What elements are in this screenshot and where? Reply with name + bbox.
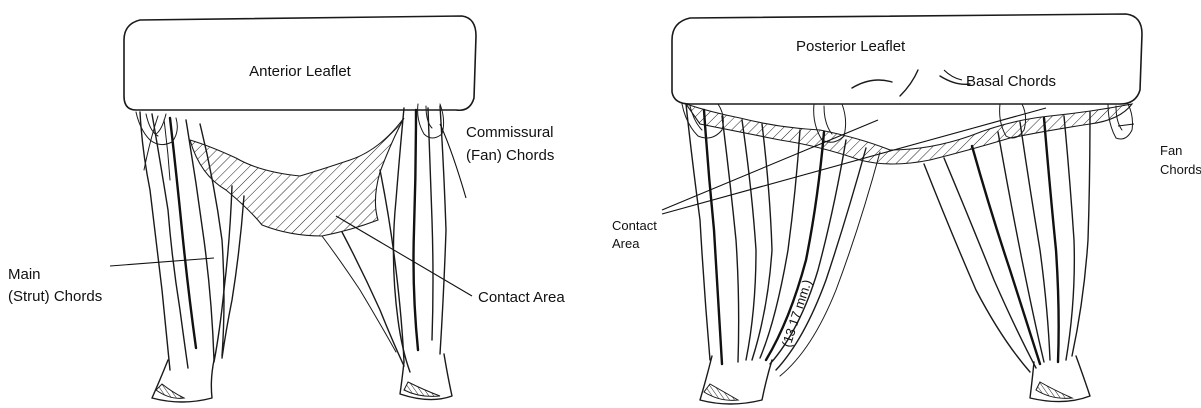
chord-length-label: (13 17 mm.)	[779, 278, 815, 349]
main-chords-label: Main	[8, 266, 41, 283]
anterior-contact-area	[190, 118, 404, 236]
basal-chords-label: Basal Chords	[966, 73, 1056, 90]
anterior-left-muscle	[152, 360, 214, 402]
contact-area-label-right-line2: Area	[612, 236, 640, 251]
main-chords-leader	[110, 258, 214, 266]
commissural-label-line2: (Fan) Chords	[466, 147, 554, 164]
posterior-leaflet	[672, 14, 1142, 104]
commissural-label: Commissural	[466, 124, 554, 141]
contact-area-label-right: Contact	[612, 218, 657, 233]
main-chords-label-line2: (Strut) Chords	[8, 288, 102, 305]
fan-chords-label-line2: Chords	[1160, 162, 1201, 177]
fan-chords-leader	[1118, 124, 1134, 126]
posterior-left-muscle	[700, 356, 772, 404]
fan-chords-label: Fan	[1160, 143, 1182, 158]
posterior-leaflet-label: Posterior Leaflet	[796, 38, 906, 55]
contact-area-label: Contact Area	[478, 289, 565, 306]
anterior-left-chords	[140, 112, 244, 370]
posterior-panel: Posterior Leaflet Basal Chords Fan Chord…	[612, 14, 1201, 404]
anterior-leaflet-label: Anterior Leaflet	[249, 63, 352, 80]
anterior-panel: Anterior Leaflet Commissural (Fan) Chord…	[8, 16, 565, 402]
